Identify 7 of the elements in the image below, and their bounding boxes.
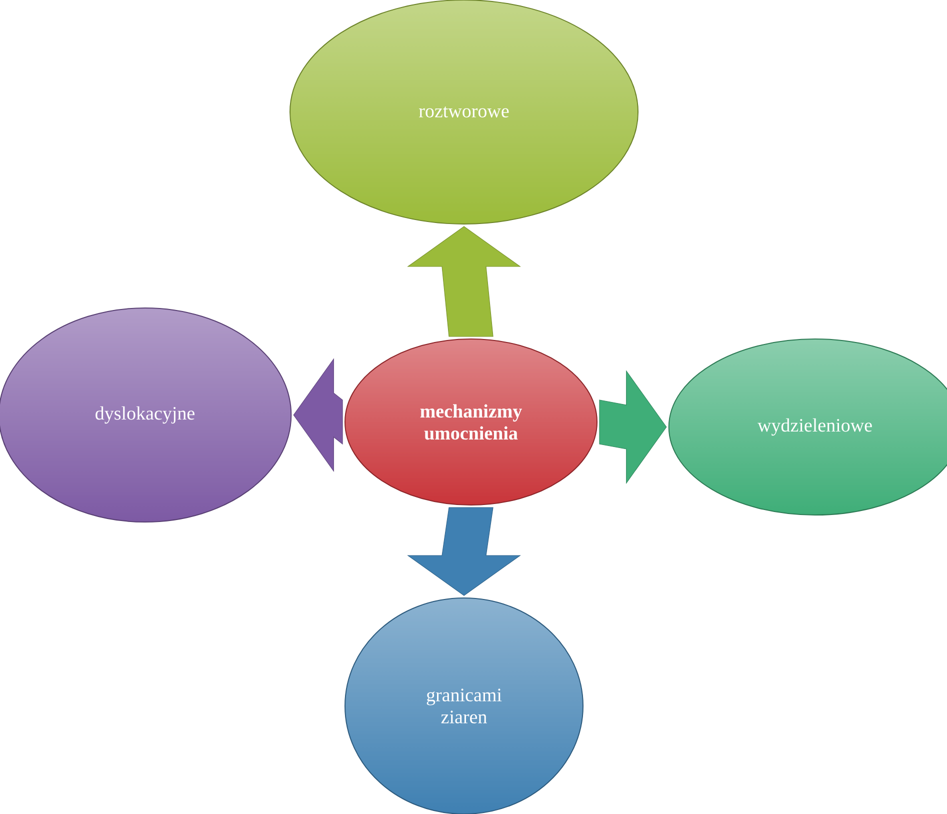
ellipse-node: mechanizmy umocnienia	[344, 338, 598, 506]
block-arrow	[407, 226, 521, 337]
block-arrow	[599, 370, 667, 484]
ellipse-node: roztworowe	[290, 0, 638, 224]
block-arrow	[293, 358, 343, 472]
block-arrow	[407, 507, 521, 596]
ellipse-node: granicami ziaren	[344, 598, 584, 814]
